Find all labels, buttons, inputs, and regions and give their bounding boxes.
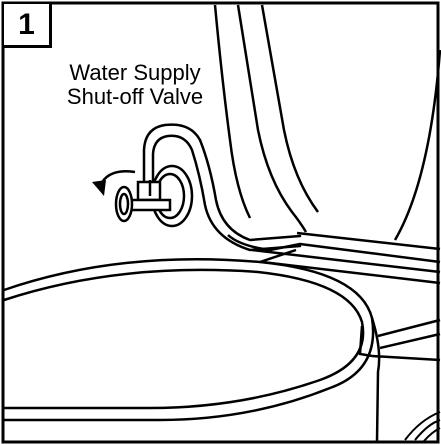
step-number-box: 1 [4,4,52,48]
callout-line-2: Shut-off Valve [66,84,204,109]
faucet-body [213,4,441,285]
drain-detail [404,411,441,442]
shut-off-valve [114,164,194,228]
supply-pipe [142,123,302,252]
arrow-head [92,180,106,196]
step-number: 1 [18,7,35,41]
callout-line-1: Water Supply [69,60,201,85]
sink-basin [3,257,441,443]
valve-callout: Water Supply Shut-off Valve [40,61,230,109]
